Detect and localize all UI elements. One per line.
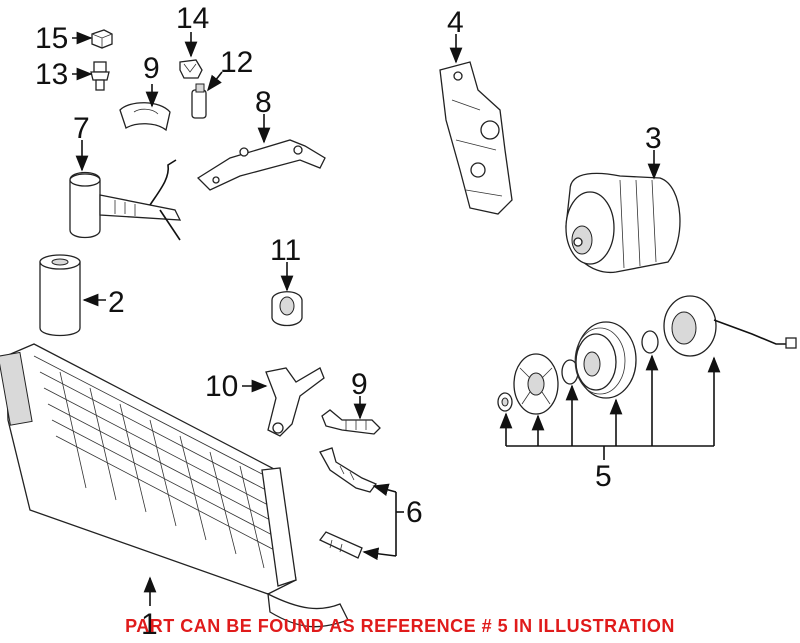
- part-5-coil: [663, 295, 797, 357]
- part-5-snap-ring: [641, 330, 659, 354]
- reference-note: PART CAN BE FOUND AS REFERENCE # 5 IN IL…: [125, 616, 675, 636]
- part-1-condenser: [0, 343, 349, 628]
- callout-6: 6: [406, 496, 423, 529]
- callout-9-top: 9: [143, 52, 160, 85]
- callout-14: 14: [176, 2, 209, 35]
- part-11-bushing: [271, 291, 303, 327]
- callout-12: 12: [220, 46, 253, 79]
- callout-9-bottom: 9: [351, 368, 368, 401]
- leader-5-tree: [499, 354, 721, 460]
- part-9-clamp-top: [119, 102, 171, 132]
- leader-6-top: [372, 483, 397, 496]
- leader-6-bottom: [362, 547, 397, 561]
- leader-12: [207, 71, 223, 92]
- callout-4: 4: [447, 6, 464, 39]
- part-15-nut: [91, 29, 113, 49]
- callout-11: 11: [270, 234, 301, 267]
- part-7-accumulator: [69, 159, 182, 241]
- part-5-clutch-plate: [513, 353, 559, 415]
- callout-2: 2: [108, 286, 125, 319]
- part-5-pulley: [574, 321, 637, 399]
- part-8-bracket: [196, 139, 326, 191]
- callout-5: 5: [595, 460, 612, 493]
- callout-15: 15: [35, 22, 68, 55]
- part-5-clutch-assembly: [497, 295, 797, 415]
- part-13-valve: [90, 61, 110, 91]
- part-5-bolt: [497, 392, 513, 412]
- part-4-mount: [439, 61, 513, 215]
- callout-8: 8: [255, 86, 272, 119]
- part-6-hoses: [319, 447, 378, 559]
- part-14-grommet: [179, 59, 203, 79]
- callout-7: 7: [73, 112, 90, 145]
- part-12-sensor: [191, 83, 207, 119]
- part-2-drier: [39, 254, 81, 337]
- callout-3: 3: [645, 122, 662, 155]
- part-9-hose: [321, 409, 381, 435]
- part-3-compressor: [565, 172, 681, 274]
- callout-13: 13: [35, 58, 68, 91]
- callout-1: 1: [141, 608, 158, 641]
- callout-10: 10: [205, 370, 238, 403]
- part-10-bracket: [265, 367, 325, 437]
